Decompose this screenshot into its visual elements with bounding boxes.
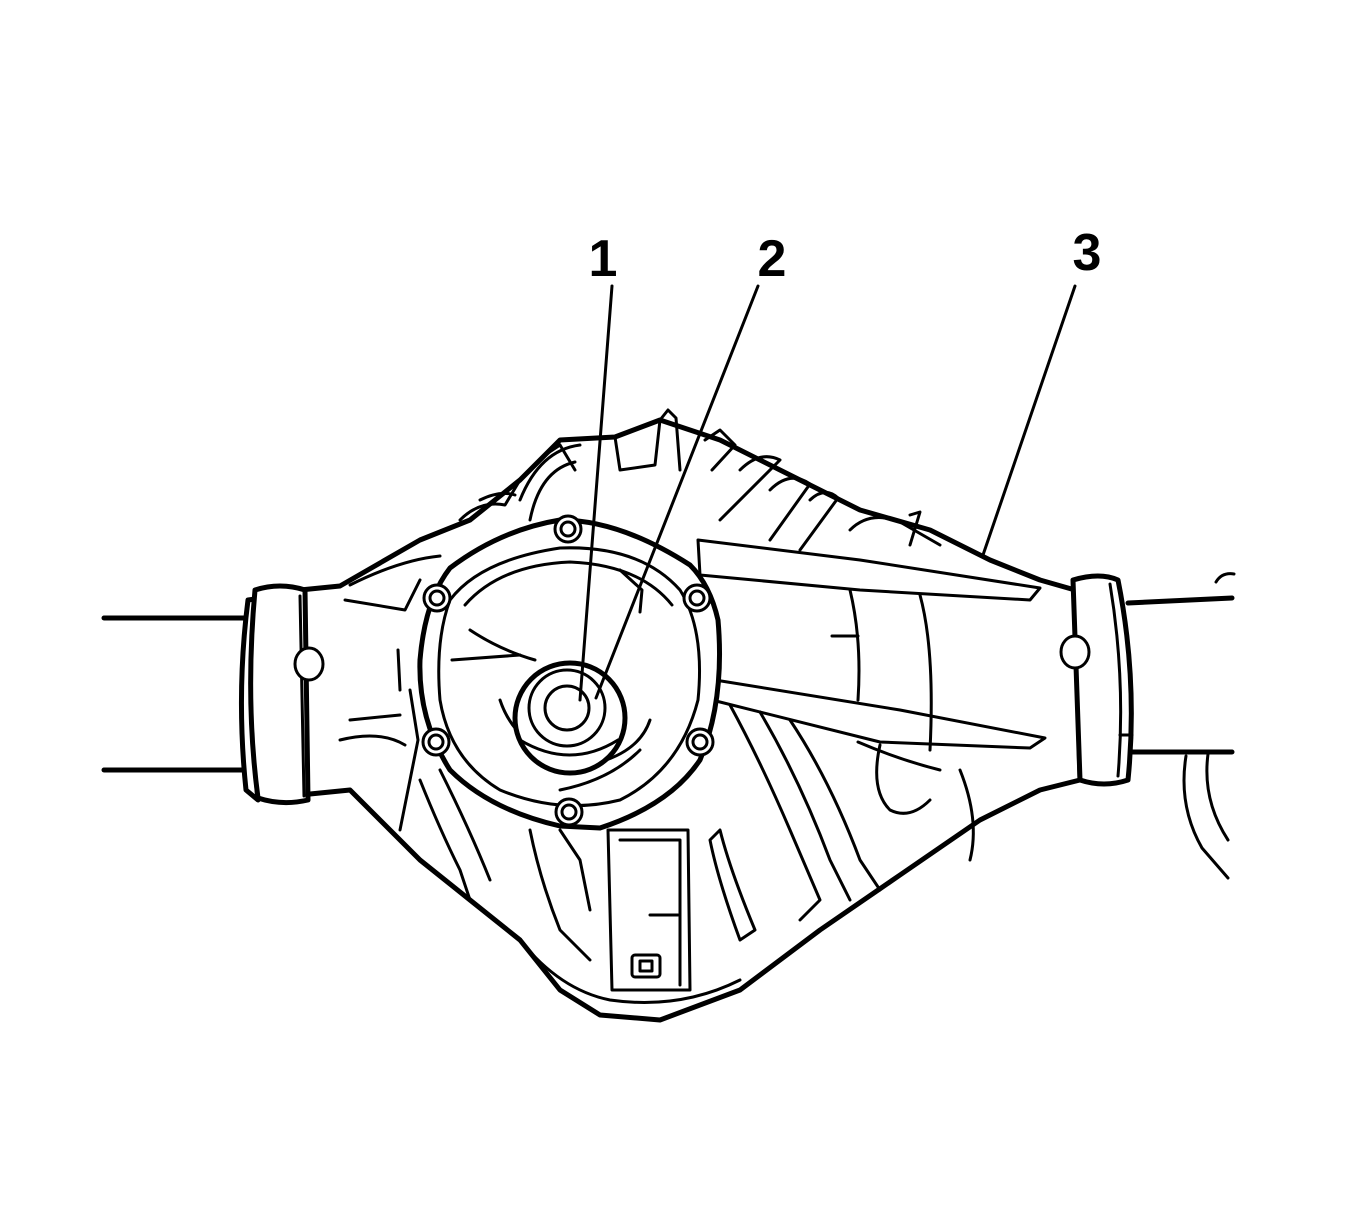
bolt-hole [682, 583, 712, 613]
leader-line-2 [594, 284, 760, 700]
bolt-hole [553, 514, 583, 544]
leader-line-3 [981, 284, 1077, 557]
bolt-hole [685, 727, 715, 757]
right-tube-collar [1059, 573, 1134, 787]
leader-lines [578, 284, 1077, 702]
bolt-hole [554, 797, 584, 827]
right-axle-tube [1125, 572, 1236, 880]
flange-bolt-holes [421, 514, 715, 827]
callout-2: 2 [758, 230, 787, 288]
bolt-hole [422, 583, 452, 613]
callout-3: 3 [1073, 224, 1102, 282]
left-axle-tube [101, 595, 265, 803]
callout-1: 1 [589, 230, 618, 288]
bolt-hole [421, 727, 451, 757]
leader-line-1 [578, 284, 614, 702]
left-tube-collar [248, 583, 402, 806]
